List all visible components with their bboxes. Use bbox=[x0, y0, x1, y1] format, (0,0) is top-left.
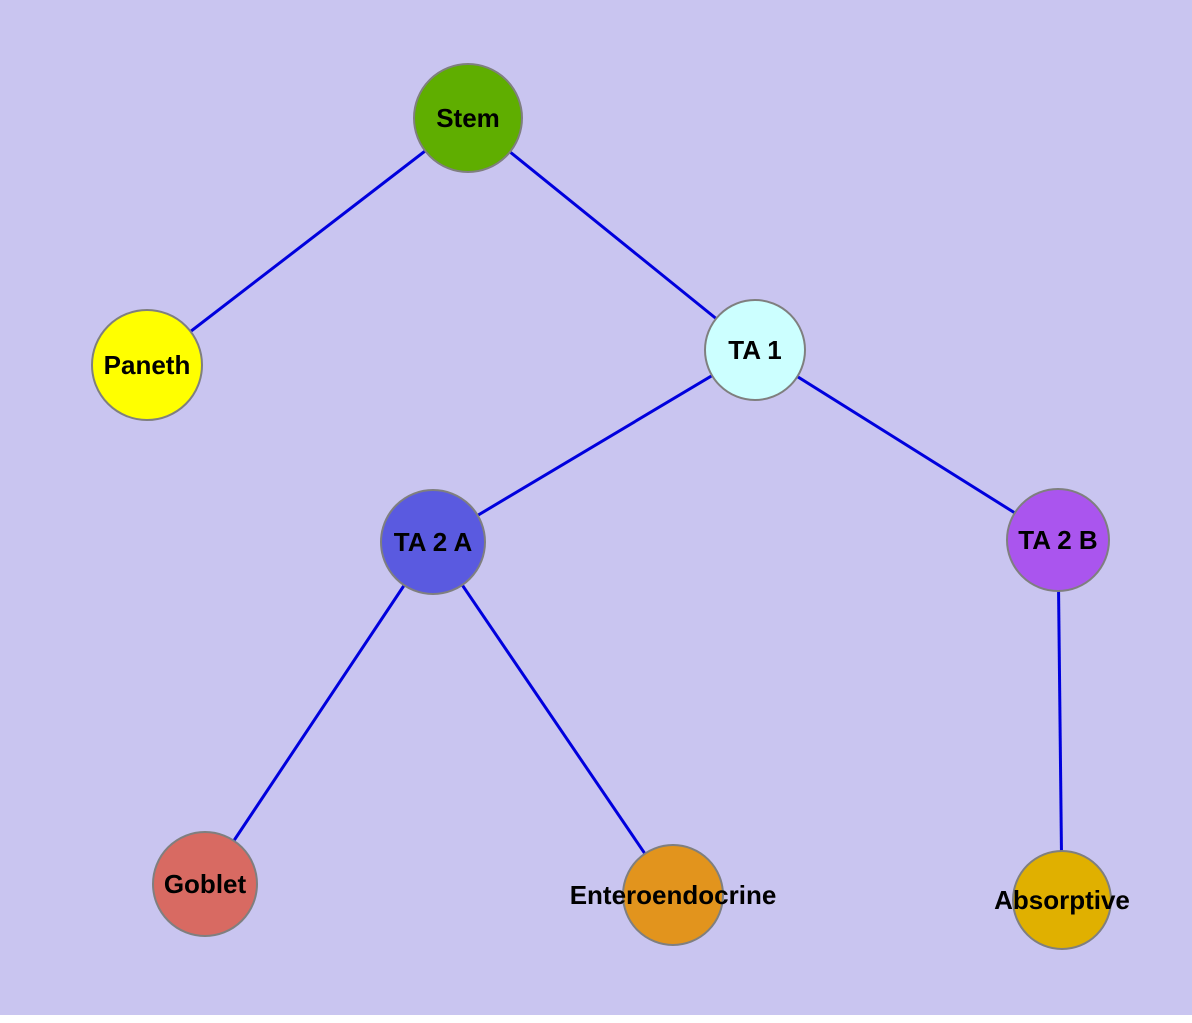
node-circle-stem[interactable] bbox=[413, 63, 523, 173]
node-circle-ta2b[interactable] bbox=[1006, 488, 1110, 592]
node-circle-absorptive[interactable] bbox=[1012, 850, 1112, 950]
node-circle-enteroendocrine[interactable] bbox=[622, 844, 724, 946]
edge-ta2b-absorptive bbox=[1056, 539, 1064, 901]
edge-ta1-ta2b bbox=[754, 348, 1059, 542]
node-ta1[interactable]: TA 1 bbox=[704, 299, 806, 401]
edge-ta2a-goblet bbox=[203, 541, 435, 885]
node-ta2b[interactable]: TA 2 B bbox=[1006, 488, 1110, 592]
edge-stem-paneth bbox=[146, 116, 469, 367]
node-goblet[interactable]: Goblet bbox=[152, 831, 258, 937]
node-circle-goblet[interactable] bbox=[152, 831, 258, 937]
node-circle-ta2a[interactable] bbox=[380, 489, 486, 595]
node-paneth[interactable]: Paneth bbox=[91, 309, 203, 421]
edge-ta1-ta2a bbox=[432, 348, 756, 544]
node-circle-paneth[interactable] bbox=[91, 309, 203, 421]
node-circle-ta1[interactable] bbox=[704, 299, 806, 401]
edge-ta2a-enteroendocrine bbox=[431, 541, 675, 896]
edge-stem-ta1 bbox=[467, 116, 756, 352]
node-stem[interactable]: Stem bbox=[413, 63, 523, 173]
node-ta2a[interactable]: TA 2 A bbox=[380, 489, 486, 595]
